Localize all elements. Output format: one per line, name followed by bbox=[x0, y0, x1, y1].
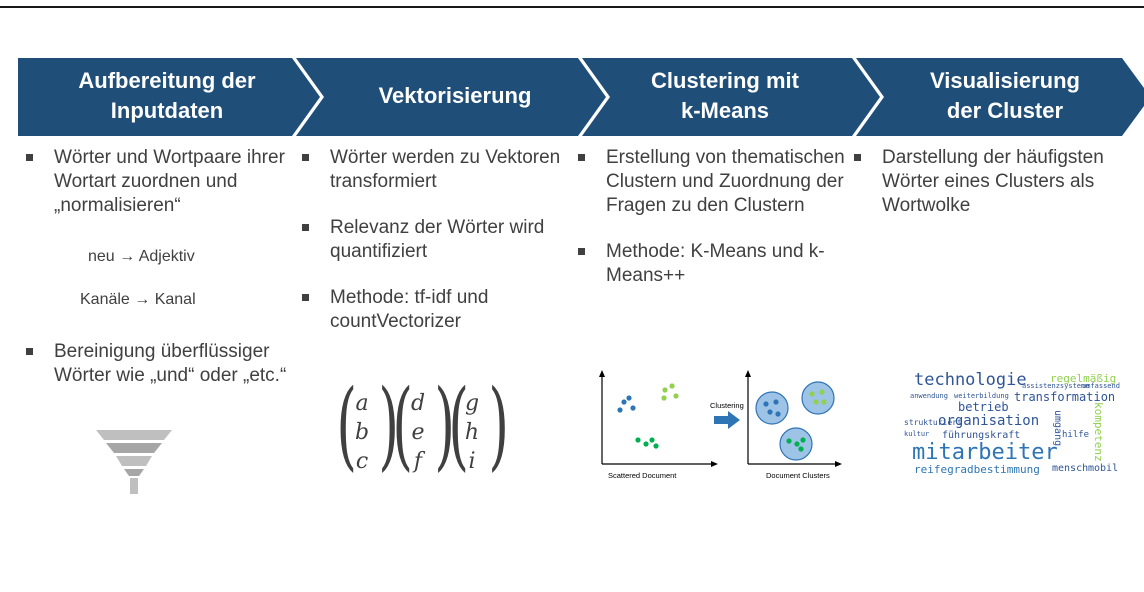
cloud-word: reifegradbestimmung bbox=[914, 463, 1040, 476]
scatter-points bbox=[617, 383, 679, 449]
paren-open: ( bbox=[392, 369, 414, 481]
example-neu: neu → Adjektiv bbox=[88, 248, 195, 265]
cloud-word: regelmäßig bbox=[1050, 372, 1117, 385]
bullet-text: Wörter werden zu Vektoren transformiert bbox=[330, 147, 561, 192]
paren-open: ( bbox=[336, 369, 358, 481]
cloud-word: kultur bbox=[904, 430, 930, 438]
chevron-stage-4 bbox=[856, 58, 1144, 136]
word-cloud: technologie regelmäßig transformation be… bbox=[902, 370, 1122, 484]
bullet-square-icon bbox=[854, 154, 861, 161]
cloud-word: technologie bbox=[914, 370, 1027, 390]
cloud-word: mensch bbox=[1052, 463, 1089, 474]
bullet-item: Wörter werden zu Vektoren transformiert bbox=[302, 146, 570, 194]
cloud-word: anwendung bbox=[910, 392, 948, 400]
bullet-text: Darstellung der häufigsten Wörter eines … bbox=[882, 147, 1104, 216]
chevron-stage-3 bbox=[582, 58, 880, 136]
column-1-b: Bereinigung überflüssiger Wörter wie „un… bbox=[26, 340, 294, 410]
cloud-word: strukturiert bbox=[904, 418, 962, 427]
bullet-text: Methode: tf-idf und countVectorizer bbox=[330, 287, 489, 332]
paren-open: ( bbox=[448, 369, 470, 481]
bullet-text: Methode: K-Means und k-Means++ bbox=[606, 241, 825, 286]
clustering-illustration: Scattered Document Clustering Document C… bbox=[599, 370, 842, 480]
bullet-square-icon bbox=[302, 154, 309, 161]
bullet-text: Erstellung von thematischen Clustern und… bbox=[606, 147, 845, 216]
bullet-item: Wörter und Wortpaare ihrer Wortart zuord… bbox=[26, 146, 294, 218]
cloud-word: hilfe bbox=[1062, 430, 1090, 440]
cloud-word: kompetenz bbox=[1092, 402, 1105, 462]
example-kanaele: Kanäle → Kanal bbox=[80, 291, 196, 308]
paren-close: ) bbox=[378, 369, 400, 481]
bullet-square-icon bbox=[302, 224, 309, 231]
paren-close: ) bbox=[488, 369, 510, 481]
bullet-item: Darstellung der häufigsten Wörter eines … bbox=[854, 146, 1104, 218]
cloud-word: mobil bbox=[1088, 463, 1119, 474]
cloud-word: führungskraft bbox=[942, 430, 1021, 441]
cloud-word: assistenzsysteme bbox=[1022, 382, 1090, 390]
bullet-item: Bereinigung überflüssiger Wörter wie „un… bbox=[26, 340, 294, 388]
bullet-item: Methode: tf-idf und countVectorizer bbox=[302, 286, 570, 334]
bullet-item: Erstellung von thematischen Clustern und… bbox=[578, 146, 850, 218]
cloud-word: umgang bbox=[1052, 410, 1063, 447]
bullet-item: Methode: K-Means und k-Means++ bbox=[578, 240, 850, 288]
stage-title-2: Vektorisierung bbox=[378, 83, 532, 108]
column-1: Wörter und Wortpaare ihrer Wortart zuord… bbox=[26, 146, 294, 240]
column-2: Wörter werden zu Vektoren transformiert … bbox=[302, 146, 570, 356]
bullet-square-icon bbox=[302, 294, 309, 301]
top-rule bbox=[0, 6, 1144, 8]
clustering-arrow-label: Clustering bbox=[710, 401, 744, 410]
bullet-square-icon bbox=[578, 154, 585, 161]
clusters-label: Document Clusters bbox=[766, 471, 830, 480]
bullet-text: Bereinigung überflüssiger Wörter wie „un… bbox=[54, 341, 287, 386]
cloud-word: umfassend bbox=[1082, 382, 1120, 390]
cloud-word: betrieb bbox=[958, 400, 1009, 414]
stage-title-4: Visualisierung der Cluster bbox=[930, 68, 1080, 123]
stage-title-3: Clustering mit k-Means bbox=[651, 68, 799, 123]
paren-close: ) bbox=[434, 369, 456, 481]
stage-title-1: Aufbereitung der Inputdaten bbox=[78, 68, 256, 123]
bullet-text: Wörter und Wortpaare ihrer Wortart zuord… bbox=[54, 147, 285, 216]
cloud-word: mitarbeiter bbox=[912, 440, 1058, 465]
funnel-icon bbox=[96, 430, 172, 494]
arrow-right-icon bbox=[714, 411, 740, 429]
bullet-square-icon bbox=[578, 248, 585, 255]
cloud-word: organisation bbox=[938, 413, 1040, 429]
scatter-label: Scattered Document bbox=[608, 471, 677, 480]
bullet-item: Relevanz der Wörter wird quantifiziert bbox=[302, 216, 570, 264]
cluster-circles bbox=[755, 381, 835, 461]
column-4: Darstellung der häufigsten Wörter eines … bbox=[854, 146, 1104, 240]
column-3: Erstellung von thematischen Clustern und… bbox=[578, 146, 850, 310]
bullet-text: Relevanz der Wörter wird quantifiziert bbox=[330, 217, 545, 262]
chevron-stage-2 bbox=[296, 58, 606, 136]
bullet-square-icon bbox=[26, 348, 33, 355]
chevron-stage-1 bbox=[18, 58, 320, 136]
process-chevrons bbox=[18, 58, 1144, 136]
cloud-word: transformation bbox=[1014, 390, 1116, 404]
cloud-word: weiterbildung bbox=[954, 392, 1009, 400]
bullet-square-icon bbox=[26, 154, 33, 161]
